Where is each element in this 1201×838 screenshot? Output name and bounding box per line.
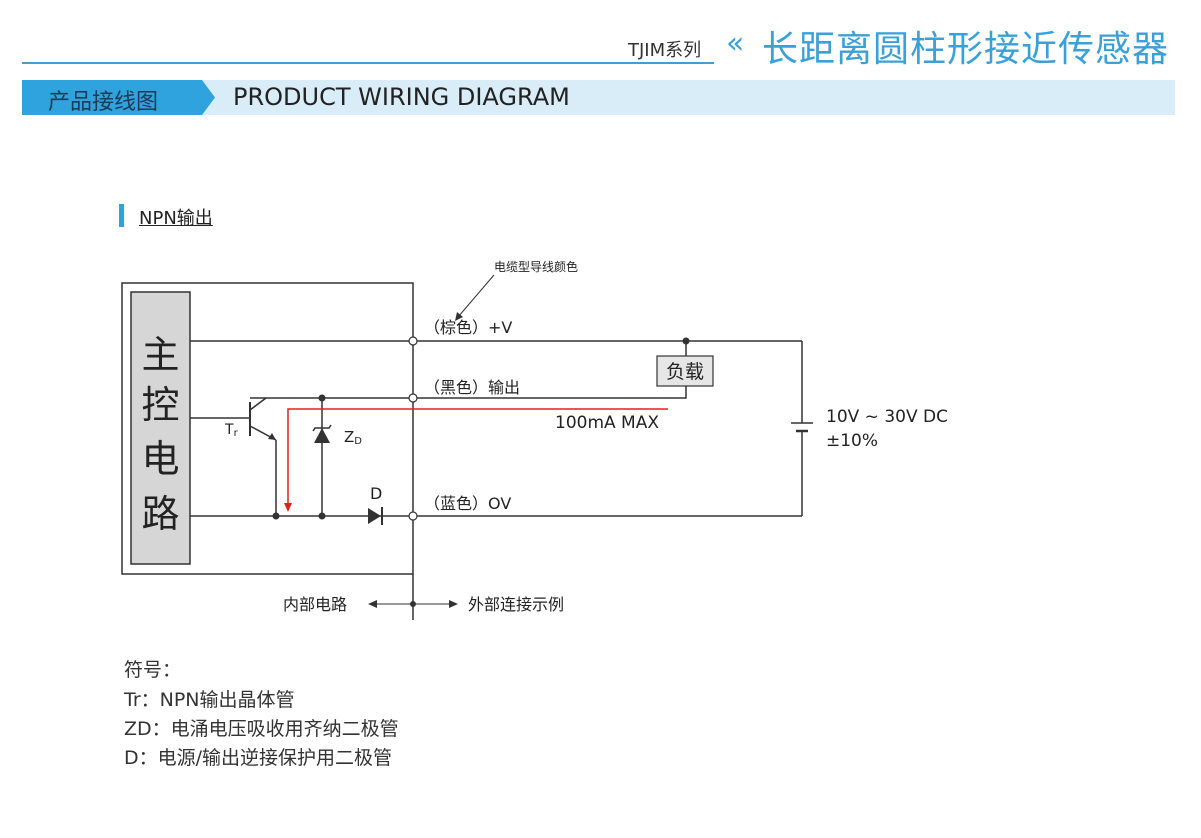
junction-dot (682, 337, 690, 345)
legend-tr: Tr：NPN输出晶体管 (124, 689, 295, 711)
current-max: 100mA MAX (555, 413, 659, 433)
load-box (656, 355, 714, 387)
main-circuit-char-2: 控 (141, 383, 179, 427)
external-connection-label: 外部连接示例 (468, 595, 564, 614)
page-title: 长距离圆柱形接近传感器 (762, 29, 1170, 70)
terminal-black (408, 393, 418, 403)
legend-d: D：电源/输出逆接保护用二极管 (124, 747, 393, 769)
section-title-cn: 产品接线图 (48, 90, 159, 115)
subsection-marker (119, 204, 124, 227)
main-circuit-block (130, 291, 191, 565)
main-circuit-char-1: 主 (141, 333, 179, 377)
series-label: TJIM系列 (628, 40, 702, 61)
legend-heading: 符号： (124, 659, 182, 681)
supply-tolerance: ±10% (826, 431, 878, 451)
legend-zd: ZD：电涌电压吸收用齐纳二极管 (124, 718, 399, 740)
arrow-left-icon (368, 600, 377, 608)
terminal-blue (408, 511, 418, 521)
zener-diode (314, 428, 330, 443)
cable-color-note: 电缆型导线颜色 (494, 259, 578, 274)
blue-wire-label: （蓝色）OV (424, 494, 511, 513)
main-circuit-char-4: 路 (141, 492, 179, 536)
black-wire-label: （黑色）输出 (424, 378, 520, 397)
load-label: 负载 (666, 361, 704, 383)
black-wire (250, 386, 687, 399)
terminal-brown (408, 336, 418, 346)
chevron-icon: « (726, 26, 745, 61)
subsection-title: NPN输出 (139, 208, 213, 229)
protection-diode (368, 508, 381, 524)
zd-label: ZD (344, 428, 362, 447)
tr-label: Tr (224, 422, 239, 439)
brown-wire-label: （棕色）+V (424, 318, 512, 337)
header-rule (22, 62, 714, 64)
arrow-right-icon (449, 600, 458, 608)
current-path (287, 408, 668, 504)
internal-circuit-label: 内部电路 (283, 595, 347, 614)
internal-circuit-box (121, 282, 414, 575)
supply-voltage: 10V ~ 30V DC (826, 407, 948, 427)
main-circuit-char-3: 电 (141, 437, 179, 481)
section-title-en: PRODUCT WIRING DIAGRAM (233, 83, 570, 111)
d-label: D (370, 484, 382, 503)
section-band-tag (22, 80, 215, 115)
